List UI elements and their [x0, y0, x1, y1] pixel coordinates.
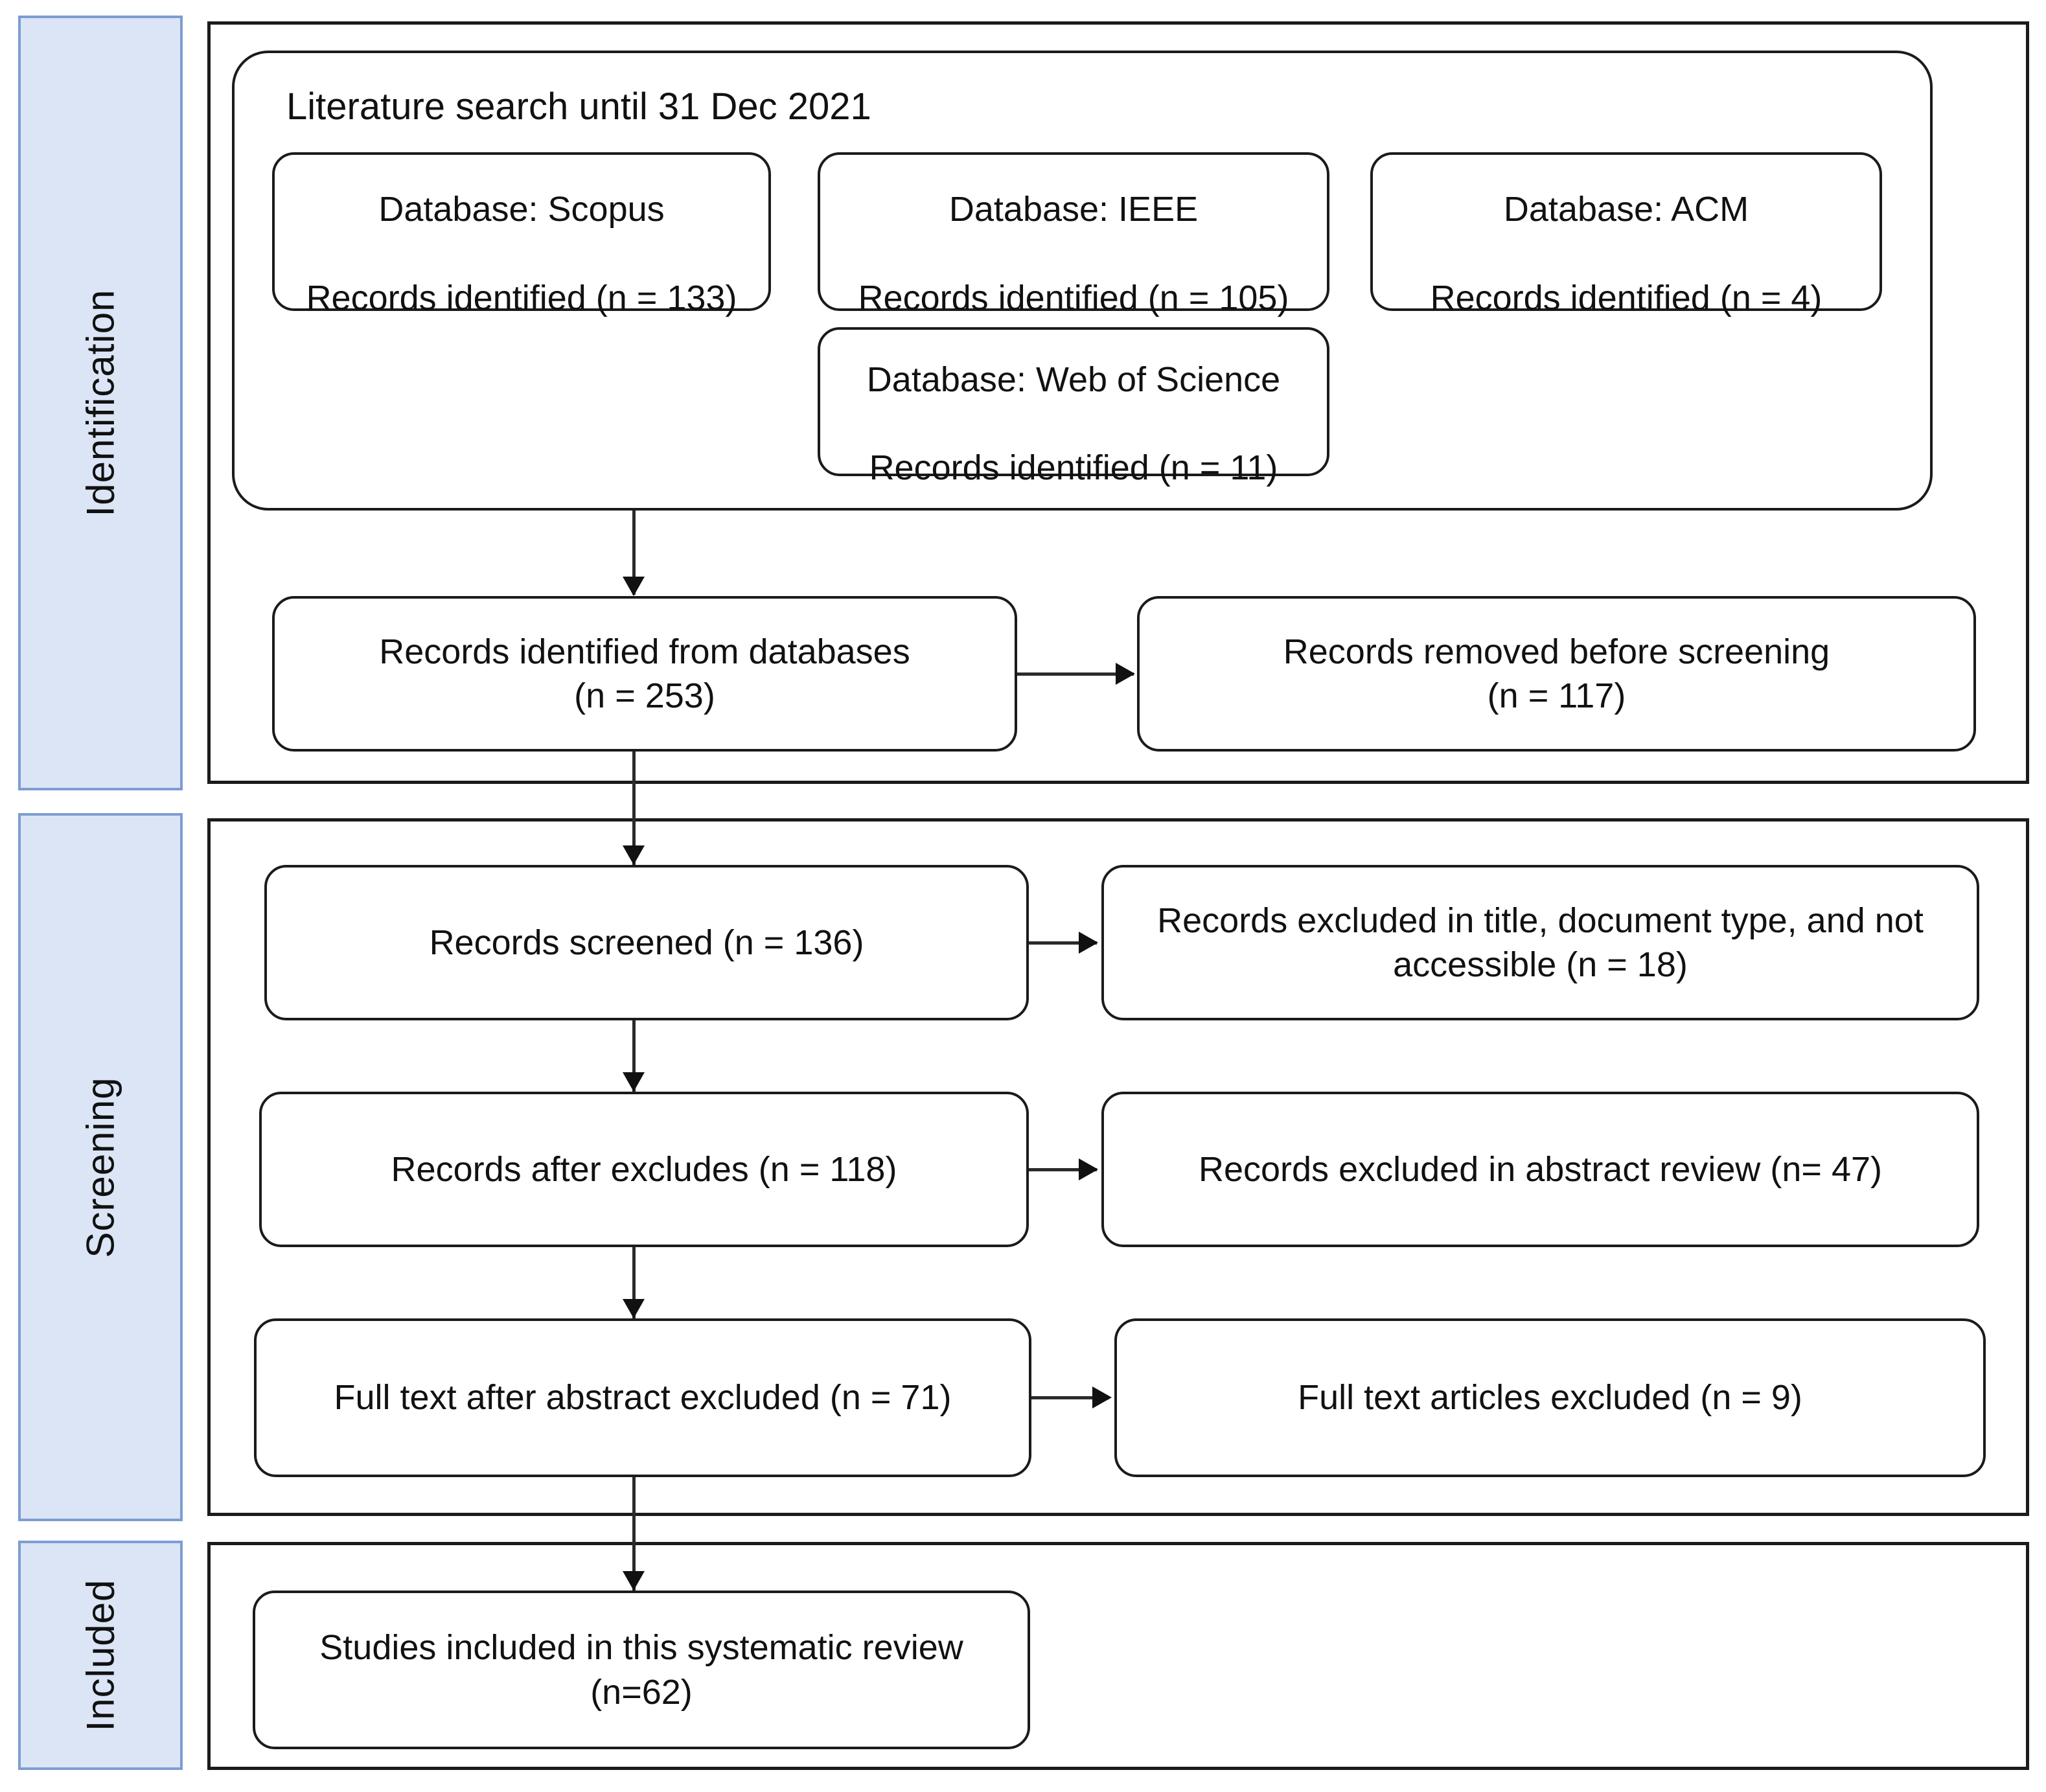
database-node-scopus-name: Database: Scopus	[378, 190, 665, 229]
stage-bar-identification: Identification	[18, 16, 183, 790]
database-node-web-of-science: Database: Web of Science Records identif…	[818, 327, 1329, 487]
records-excluded-abstract-text: Records excluded in abstract review (n= …	[1198, 1149, 1882, 1189]
stage-label-screening: Screening	[78, 1076, 122, 1258]
records-identified-node: Records identified from databases (n = 2…	[272, 596, 1017, 752]
connector-screened-to-after-excludes	[632, 1020, 636, 1092]
connector-after-excludes-to-full-text	[632, 1247, 636, 1318]
studies-included-node: Studies included in this systematic revi…	[253, 1591, 1030, 1749]
records-screened-text: Records screened (n = 136)	[429, 923, 864, 962]
arrowhead-screened-to-after-excludes	[623, 1072, 645, 1092]
stage-label-identification: Identification	[78, 289, 122, 517]
full-text-after-abstract-text: Full text after abstract excluded (n = 7…	[334, 1378, 952, 1418]
arrowhead-after-excludes-to-full-text	[623, 1299, 645, 1318]
database-node-acm-text: Database: ACM Records identified (n = 4)	[1431, 143, 1822, 319]
records-identified-text: Records identified from databases (n = 2…	[379, 632, 910, 715]
arrowhead-after-excludes-to-abstract-excluded	[1079, 1158, 1098, 1180]
records-excluded-title-text: Records excluded in title, document type…	[1157, 901, 1924, 984]
arrowhead-identified-to-removed	[1116, 663, 1135, 685]
stage-bar-included: Included	[18, 1541, 183, 1770]
full-text-excluded-text: Full text articles excluded (n = 9)	[1298, 1378, 1802, 1418]
records-removed-node: Records removed before screening (n = 11…	[1137, 596, 1976, 752]
database-node-scopus-text: Database: Scopus Records identified (n =…	[306, 143, 737, 319]
literature-search-title: Literature search until 31 Dec 2021	[286, 86, 871, 128]
arrowhead-screened-to-excluded-1	[1079, 932, 1098, 954]
database-node-acm-records: Records identified (n = 4)	[1430, 278, 1822, 317]
connector-group-to-identified	[632, 511, 636, 595]
connector-after-excludes-to-abstract-excluded	[1029, 1168, 1097, 1171]
records-after-excludes-text: Records after excludes (n = 118)	[391, 1149, 897, 1189]
studies-included-text: Studies included in this systematic revi…	[319, 1628, 963, 1712]
arrowhead-full-text-to-included	[623, 1571, 645, 1591]
database-node-scopus: Database: Scopus Records identified (n =…	[272, 152, 771, 317]
database-node-web-of-science-records: Records identified (n = 11)	[869, 448, 1278, 488]
database-node-ieee-text: Database: IEEE Records identified (n = 1…	[858, 143, 1289, 319]
records-screened-node: Records screened (n = 136)	[264, 865, 1029, 1020]
database-node-acm: Database: ACM Records identified (n = 4)	[1370, 152, 1882, 317]
full-text-excluded-node: Full text articles excluded (n = 9)	[1114, 1318, 1986, 1477]
connector-identified-to-removed	[1017, 672, 1134, 676]
connector-full-text-to-included	[632, 1477, 636, 1591]
full-text-after-abstract-node: Full text after abstract excluded (n = 7…	[254, 1318, 1031, 1477]
arrowhead-full-text-to-full-text-excluded	[1092, 1386, 1112, 1408]
stage-label-included: Included	[78, 1579, 122, 1732]
database-node-web-of-science-text: Database: Web of Science Records identif…	[867, 314, 1280, 490]
database-node-ieee-name: Database: IEEE	[948, 190, 1199, 229]
arrowhead-identified-to-screened	[623, 845, 645, 865]
database-node-ieee-records: Records identified (n = 105)	[858, 278, 1289, 317]
records-after-excludes-node: Records after excludes (n = 118)	[259, 1092, 1029, 1247]
arrowhead-group-to-identified	[623, 577, 645, 596]
database-node-ieee: Database: IEEE Records identified (n = 1…	[818, 152, 1329, 317]
records-removed-text: Records removed before screening (n = 11…	[1283, 632, 1830, 715]
database-node-scopus-records: Records identified (n = 133)	[306, 278, 737, 317]
records-excluded-title-node: Records excluded in title, document type…	[1101, 865, 1979, 1020]
records-excluded-abstract-node: Records excluded in abstract review (n= …	[1101, 1092, 1979, 1247]
connector-full-text-to-full-text-excluded	[1031, 1396, 1109, 1399]
database-node-web-of-science-name: Database: Web of Science	[866, 360, 1281, 399]
database-node-acm-name: Database: ACM	[1503, 190, 1749, 229]
connector-screened-to-excluded-1	[1029, 941, 1097, 945]
connector-identified-to-screened	[632, 752, 636, 865]
stage-bar-screening: Screening	[18, 813, 183, 1521]
